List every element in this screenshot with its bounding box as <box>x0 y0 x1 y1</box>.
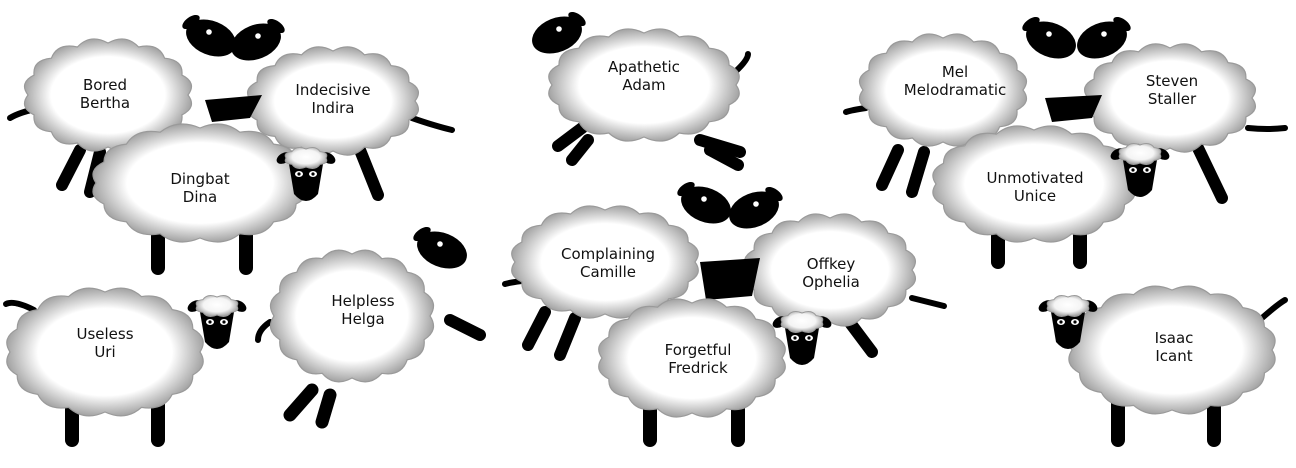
sheep-leg <box>56 144 86 191</box>
sheep-leg <box>906 146 930 198</box>
sheep-head-side <box>532 11 586 54</box>
sheep-body <box>1068 285 1276 415</box>
sheep-tail <box>843 105 869 115</box>
sheep-leg <box>522 306 551 351</box>
sheep-head-front <box>1110 143 1170 197</box>
sheep-head-front <box>1038 295 1098 349</box>
sheep-leg <box>283 383 319 422</box>
sheep-head-side <box>413 226 467 269</box>
sheep-overlap-shadow <box>700 258 760 300</box>
sheep-head-side <box>729 186 783 229</box>
sheep-tail <box>1259 297 1288 321</box>
sheep-tail <box>909 295 947 309</box>
sheep-head-front <box>187 295 247 349</box>
sheep-overlap-shadow <box>1045 95 1102 122</box>
sheep-head-side <box>1022 16 1076 59</box>
sheep-leg <box>704 144 744 171</box>
sheep-leg <box>554 312 581 361</box>
sheep-leg <box>552 122 588 152</box>
sheep-leg <box>876 144 904 191</box>
sheep-head-side <box>231 18 285 61</box>
sheep-tail <box>409 115 455 133</box>
sheep-head-side <box>677 181 731 224</box>
sheep-body <box>1083 43 1257 153</box>
sheep-tail <box>255 319 273 343</box>
sheep-leg <box>694 134 746 158</box>
sheep-tail <box>1245 125 1288 132</box>
sheep-leg <box>354 144 384 201</box>
sheep-head-side <box>1077 16 1131 59</box>
sheep-body <box>269 249 435 383</box>
sheep-head-front <box>276 147 336 201</box>
sheep-tail <box>3 299 37 313</box>
sheep-body <box>548 28 740 142</box>
sheep-leg <box>315 388 337 429</box>
sheep-body <box>743 213 917 327</box>
sheep-leg <box>1192 142 1228 204</box>
sheep-body <box>598 298 786 418</box>
sheep-leg <box>566 134 594 166</box>
sheep-body <box>246 46 420 156</box>
sheep-body <box>858 33 1028 147</box>
sheep-head-front <box>772 311 832 365</box>
sheep-body <box>6 287 204 417</box>
sheep-leg <box>842 314 878 358</box>
sheep-head-side <box>182 14 236 57</box>
sheep-overlap-shadow <box>205 95 262 122</box>
sheep-leg <box>444 314 486 341</box>
sheep-tail <box>732 51 751 75</box>
sheep-body <box>932 125 1136 243</box>
sheep-body <box>92 123 308 243</box>
